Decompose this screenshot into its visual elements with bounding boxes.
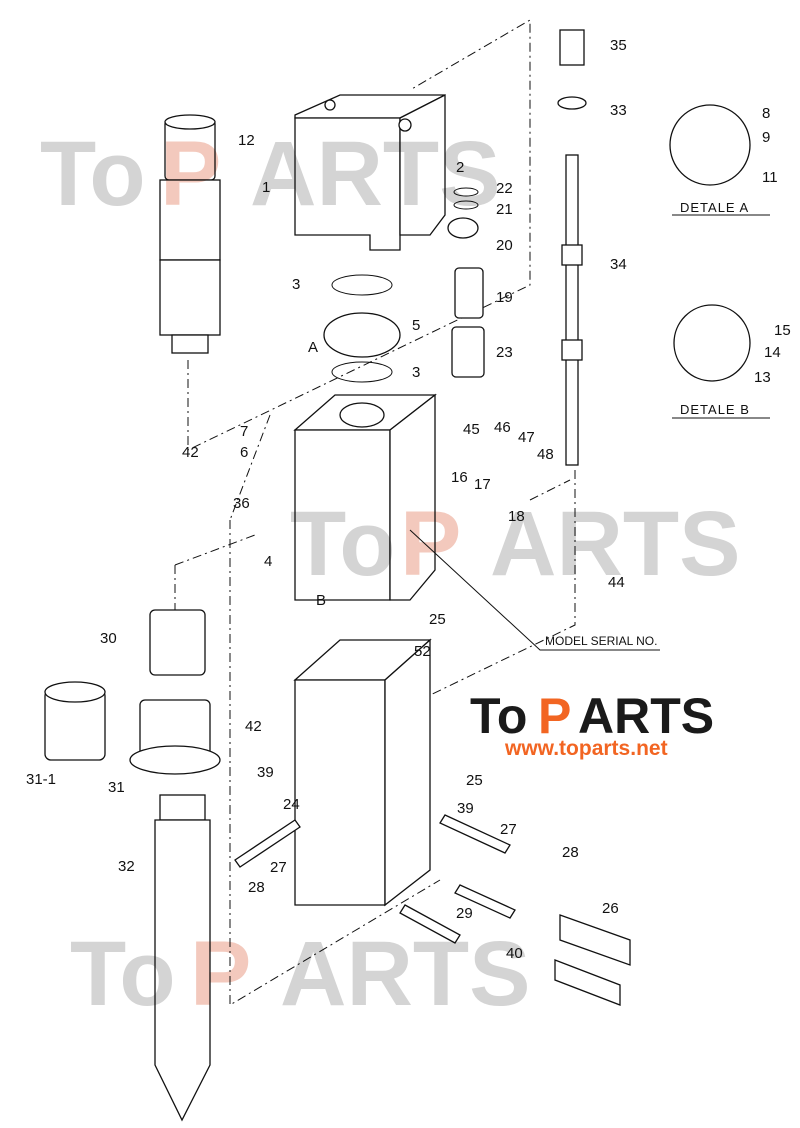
- label-3: 3: [292, 276, 300, 293]
- svg-text:P: P: [538, 688, 571, 744]
- pins: [234, 814, 631, 1006]
- label-44: 44: [608, 574, 625, 591]
- label-B: B: [316, 592, 326, 609]
- label-34: 34: [610, 256, 627, 273]
- svg-text:P: P: [190, 923, 251, 1025]
- svg-text:To: To: [470, 688, 527, 744]
- part-24-front-head: [293, 638, 432, 907]
- label-21: 21: [496, 201, 513, 218]
- detail-b-label: DETALE B: [680, 402, 750, 417]
- label-31: 31: [108, 779, 125, 796]
- svg-text:To: To: [290, 493, 396, 595]
- label-42b: 42: [245, 718, 262, 735]
- detail-a-label: DETALE A: [680, 200, 749, 215]
- label-2: 2: [456, 159, 464, 176]
- label-9: 9: [762, 129, 770, 146]
- part-34-rod: [557, 29, 587, 466]
- svg-text:P: P: [160, 123, 221, 225]
- label-1: 1: [262, 179, 270, 196]
- label-8: 8: [762, 105, 770, 122]
- label-27b: 27: [270, 859, 287, 876]
- label-27: 27: [500, 821, 517, 838]
- label-23: 23: [496, 344, 513, 361]
- watermark-bottom: To P ARTS: [70, 923, 530, 1025]
- watermark-top: To P ARTS: [40, 123, 500, 225]
- label-26: 26: [602, 900, 619, 917]
- label-25: 25: [429, 611, 446, 628]
- label-16: 16: [451, 469, 468, 486]
- part-labels: 35 33 8 9 11 12 2 22 1 21 20 34 3 19 5 1…: [26, 37, 791, 962]
- svg-text:ARTS: ARTS: [250, 123, 500, 225]
- part-12-piston: [159, 114, 221, 354]
- label-28b: 28: [248, 879, 265, 896]
- detail-a: [669, 104, 770, 216]
- label-20: 20: [496, 237, 513, 254]
- label-40: 40: [506, 945, 523, 962]
- svg-text:ARTS: ARTS: [578, 688, 714, 744]
- serial-leader-line: [409, 529, 660, 651]
- lower-bushings: [44, 609, 221, 775]
- part-4-cylinder: [293, 393, 437, 601]
- seals: [323, 187, 485, 383]
- label-19: 19: [496, 289, 513, 306]
- label-7: 7: [240, 423, 248, 440]
- model-serial-label: MODEL SERIAL NO.: [545, 634, 657, 648]
- label-24: 24: [283, 796, 300, 813]
- label-17: 17: [474, 476, 491, 493]
- label-14: 14: [764, 344, 781, 361]
- label-22: 22: [496, 180, 513, 197]
- label-4: 4: [264, 553, 272, 570]
- label-48: 48: [537, 446, 554, 463]
- label-A: A: [308, 339, 318, 356]
- label-52: 52: [414, 643, 431, 660]
- label-31-1: 31-1: [26, 771, 56, 788]
- toparts-logo: To P ARTS www.toparts.net: [470, 688, 714, 760]
- watermark-middle: To P ARTS: [290, 493, 740, 595]
- svg-text:To: To: [70, 923, 176, 1025]
- label-39: 39: [257, 764, 274, 781]
- svg-text:ARTS: ARTS: [280, 923, 530, 1025]
- label-45: 45: [463, 421, 480, 438]
- label-30: 30: [100, 630, 117, 647]
- part-32-chisel: [154, 794, 211, 1122]
- label-29: 29: [456, 905, 473, 922]
- label-5: 5: [412, 317, 420, 334]
- svg-text:P: P: [400, 493, 461, 595]
- part-1-head: [294, 93, 446, 251]
- center-lines: [174, 19, 576, 1006]
- label-11: 11: [762, 169, 778, 186]
- label-12: 12: [238, 132, 255, 149]
- label-46: 46: [494, 419, 511, 436]
- label-25b: 25: [466, 772, 483, 789]
- label-32: 32: [118, 858, 135, 875]
- label-15: 15: [774, 322, 791, 339]
- svg-text:ARTS: ARTS: [490, 493, 740, 595]
- label-42: 42: [182, 444, 199, 461]
- detail-b: [672, 304, 770, 419]
- label-47: 47: [518, 429, 535, 446]
- label-33: 33: [610, 102, 627, 119]
- label-3b: 3: [412, 364, 420, 381]
- svg-text:To: To: [40, 123, 146, 225]
- label-35: 35: [610, 37, 627, 54]
- label-28: 28: [562, 844, 579, 861]
- label-13: 13: [754, 369, 771, 386]
- label-36: 36: [233, 495, 250, 512]
- website-url: www.toparts.net: [504, 737, 668, 760]
- label-39b: 39: [457, 800, 474, 817]
- label-6: 6: [240, 444, 248, 461]
- label-18: 18: [508, 508, 525, 525]
